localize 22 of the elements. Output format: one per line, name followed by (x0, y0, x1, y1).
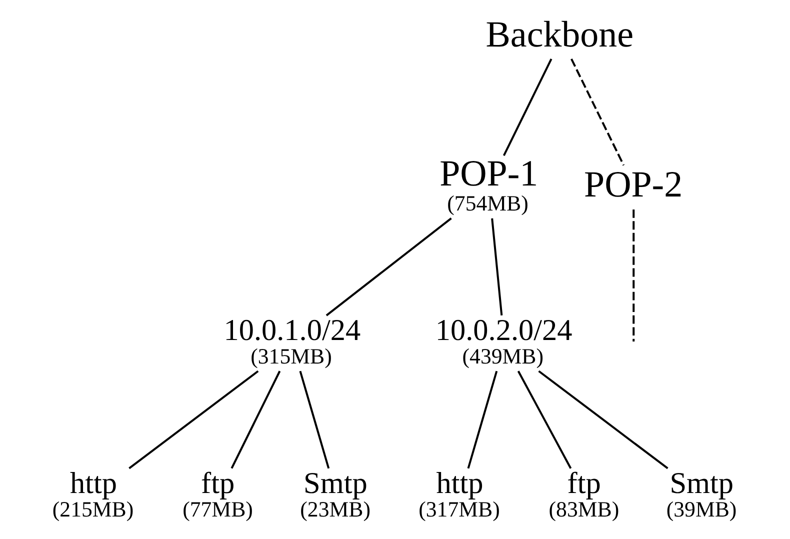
node-text: Backbone (485, 13, 633, 54)
node-text: ftp (83MB) (548, 466, 619, 522)
node-text: http (215MB) (52, 466, 134, 522)
connector (502, 58, 552, 156)
connector (516, 370, 572, 469)
connector (632, 209, 634, 342)
connector (128, 370, 258, 470)
node-text: POP-1 (754MB) (439, 152, 538, 216)
connector (298, 370, 330, 469)
node-text: 10.0.2.0/24 (439MB) (434, 312, 572, 368)
node-text: Smtp (23MB) (300, 466, 370, 522)
node-text: http (317MB) (418, 466, 500, 522)
connector (570, 58, 624, 166)
node-text: ftp (77MB) (182, 466, 252, 522)
connector (230, 370, 280, 469)
connector (538, 370, 668, 470)
node-text: POP-2 (584, 164, 682, 205)
node-text: Smtp (39MB) (666, 466, 736, 522)
connector (325, 218, 452, 316)
connector (490, 218, 502, 316)
connector (466, 370, 498, 469)
node-text: 10.0.1.0/24 (315MB) (223, 312, 360, 368)
